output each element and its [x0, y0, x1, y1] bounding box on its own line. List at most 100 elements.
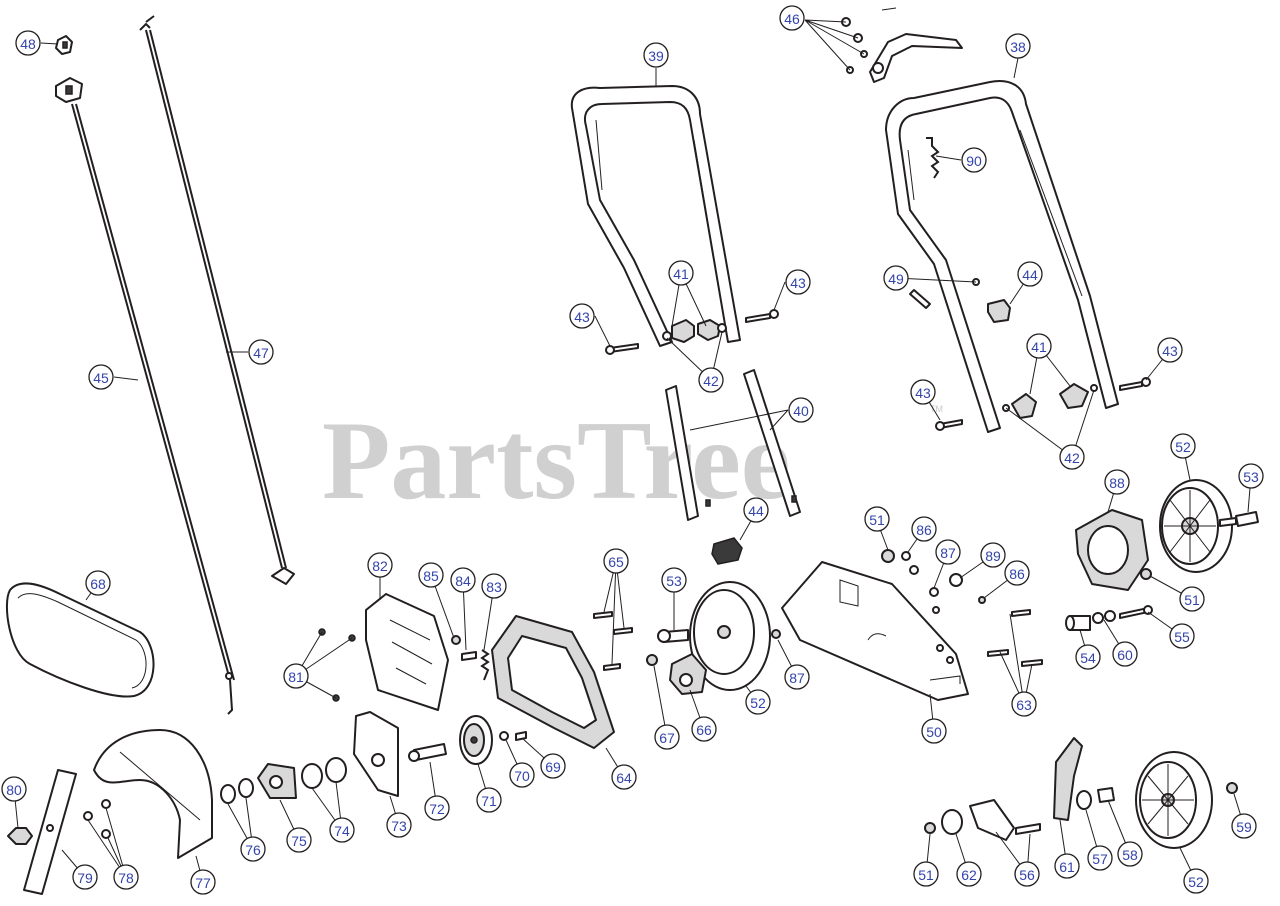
callout-circle — [743, 497, 769, 523]
callout-number: 89 — [985, 548, 1001, 564]
callout-80[interactable]: 80 — [1, 776, 27, 802]
part-41-knob-left — [662, 319, 727, 343]
callout-43[interactable]: 43 — [569, 303, 595, 329]
callout-85[interactable]: 85 — [418, 562, 444, 588]
callout-89[interactable]: 89 — [980, 542, 1006, 568]
callout-54[interactable]: 54 — [1075, 644, 1101, 670]
callout-42[interactable]: 42 — [698, 367, 724, 393]
callout-circle — [1059, 444, 1085, 470]
callout-circle — [1054, 853, 1080, 879]
callout-81[interactable]: 81 — [283, 663, 309, 689]
callout-circle — [1112, 641, 1138, 667]
callout-48[interactable]: 48 — [15, 30, 41, 56]
callout-45[interactable]: 45 — [88, 364, 114, 390]
callout-number: 50 — [926, 724, 942, 740]
callout-71[interactable]: 71 — [476, 787, 502, 813]
callout-38[interactable]: 38 — [1005, 33, 1031, 59]
callout-72[interactable]: 72 — [424, 795, 450, 821]
callout-60[interactable]: 60 — [1112, 641, 1138, 667]
callout-53[interactable]: 53 — [661, 567, 687, 593]
callout-66[interactable]: 66 — [691, 716, 717, 742]
callout-75[interactable]: 75 — [286, 827, 312, 853]
callout-number: 58 — [1122, 847, 1138, 863]
callout-70[interactable]: 70 — [509, 762, 535, 788]
callout-number: 47 — [253, 345, 269, 361]
callout-circle — [72, 864, 98, 890]
callout-62[interactable]: 62 — [956, 861, 982, 887]
callout-51[interactable]: 51 — [1179, 586, 1205, 612]
callout-circle — [698, 367, 724, 393]
part-45-control-cable — [55, 77, 235, 715]
callout-circle — [779, 5, 805, 31]
callout-46[interactable]: 46 — [779, 5, 805, 31]
callout-circle — [1231, 813, 1257, 839]
part-40-lower-handle — [665, 369, 801, 521]
callout-43[interactable]: 43 — [1157, 337, 1183, 363]
callout-number: 53 — [666, 573, 682, 589]
part-63-bolts — [987, 609, 1043, 667]
callout-87[interactable]: 87 — [935, 539, 961, 565]
callout-42[interactable]: 42 — [1059, 444, 1085, 470]
callout-number: 72 — [429, 801, 445, 817]
callout-87[interactable]: 87 — [784, 664, 810, 690]
callout-number: 43 — [574, 309, 590, 325]
part-48-connector — [55, 35, 73, 55]
callout-47[interactable]: 47 — [248, 339, 274, 365]
callout-43[interactable]: 43 — [785, 269, 811, 295]
callout-84[interactable]: 84 — [450, 567, 476, 593]
callout-50[interactable]: 50 — [921, 718, 947, 744]
callout-64[interactable]: 64 — [611, 764, 637, 790]
callout-circle — [1087, 845, 1113, 871]
callout-86[interactable]: 86 — [911, 516, 937, 542]
callout-number: 44 — [748, 503, 764, 519]
callout-40[interactable]: 40 — [788, 397, 814, 423]
callout-number: 67 — [659, 730, 675, 746]
callout-88[interactable]: 88 — [1104, 469, 1130, 495]
callout-59[interactable]: 59 — [1231, 813, 1257, 839]
callout-90[interactable]: 90 — [961, 147, 987, 173]
callout-86[interactable]: 86 — [1004, 560, 1030, 586]
callout-51[interactable]: 51 — [864, 506, 890, 532]
callout-69[interactable]: 69 — [540, 753, 566, 779]
callout-67[interactable]: 67 — [654, 724, 680, 750]
callout-74[interactable]: 74 — [329, 817, 355, 843]
callout-circle — [961, 147, 987, 173]
callout-52[interactable]: 52 — [1170, 433, 1196, 459]
callout-63[interactable]: 63 — [1011, 691, 1037, 717]
callout-number: 85 — [423, 568, 439, 584]
callout-52[interactable]: 52 — [1183, 868, 1209, 894]
callout-41[interactable]: 41 — [1026, 333, 1052, 359]
callout-44[interactable]: 44 — [743, 497, 769, 523]
callout-number: 62 — [961, 867, 977, 883]
callout-79[interactable]: 79 — [72, 864, 98, 890]
callout-65[interactable]: 65 — [603, 548, 629, 574]
callout-52[interactable]: 52 — [745, 689, 771, 715]
callout-number: 52 — [1175, 439, 1191, 455]
callout-58[interactable]: 58 — [1117, 841, 1143, 867]
callout-77[interactable]: 77 — [190, 869, 216, 895]
callout-circle — [956, 861, 982, 887]
callout-82[interactable]: 82 — [367, 552, 393, 578]
callout-76[interactable]: 76 — [240, 836, 266, 862]
callout-55[interactable]: 55 — [1169, 623, 1195, 649]
callout-circle — [910, 379, 936, 405]
callout-83[interactable]: 83 — [481, 573, 507, 599]
part-52-wheel-lower — [1135, 751, 1213, 849]
callout-number: 61 — [1059, 859, 1075, 875]
callout-44[interactable]: 44 — [1017, 261, 1043, 287]
callout-41[interactable]: 41 — [668, 260, 694, 286]
callout-68[interactable]: 68 — [85, 570, 111, 596]
watermark-tm: TM — [930, 404, 943, 414]
callout-57[interactable]: 57 — [1087, 845, 1113, 871]
callout-43[interactable]: 43 — [910, 379, 936, 405]
callout-53[interactable]: 53 — [1238, 463, 1264, 489]
callout-51[interactable]: 51 — [913, 861, 939, 887]
callout-61[interactable]: 61 — [1054, 853, 1080, 879]
callout-number: 56 — [1019, 867, 1035, 883]
callout-73[interactable]: 73 — [386, 812, 412, 838]
callout-49[interactable]: 49 — [883, 265, 909, 291]
callout-78[interactable]: 78 — [113, 864, 139, 890]
callout-56[interactable]: 56 — [1014, 861, 1040, 887]
callout-39[interactable]: 39 — [643, 42, 669, 68]
callout-number: 46 — [784, 11, 800, 27]
